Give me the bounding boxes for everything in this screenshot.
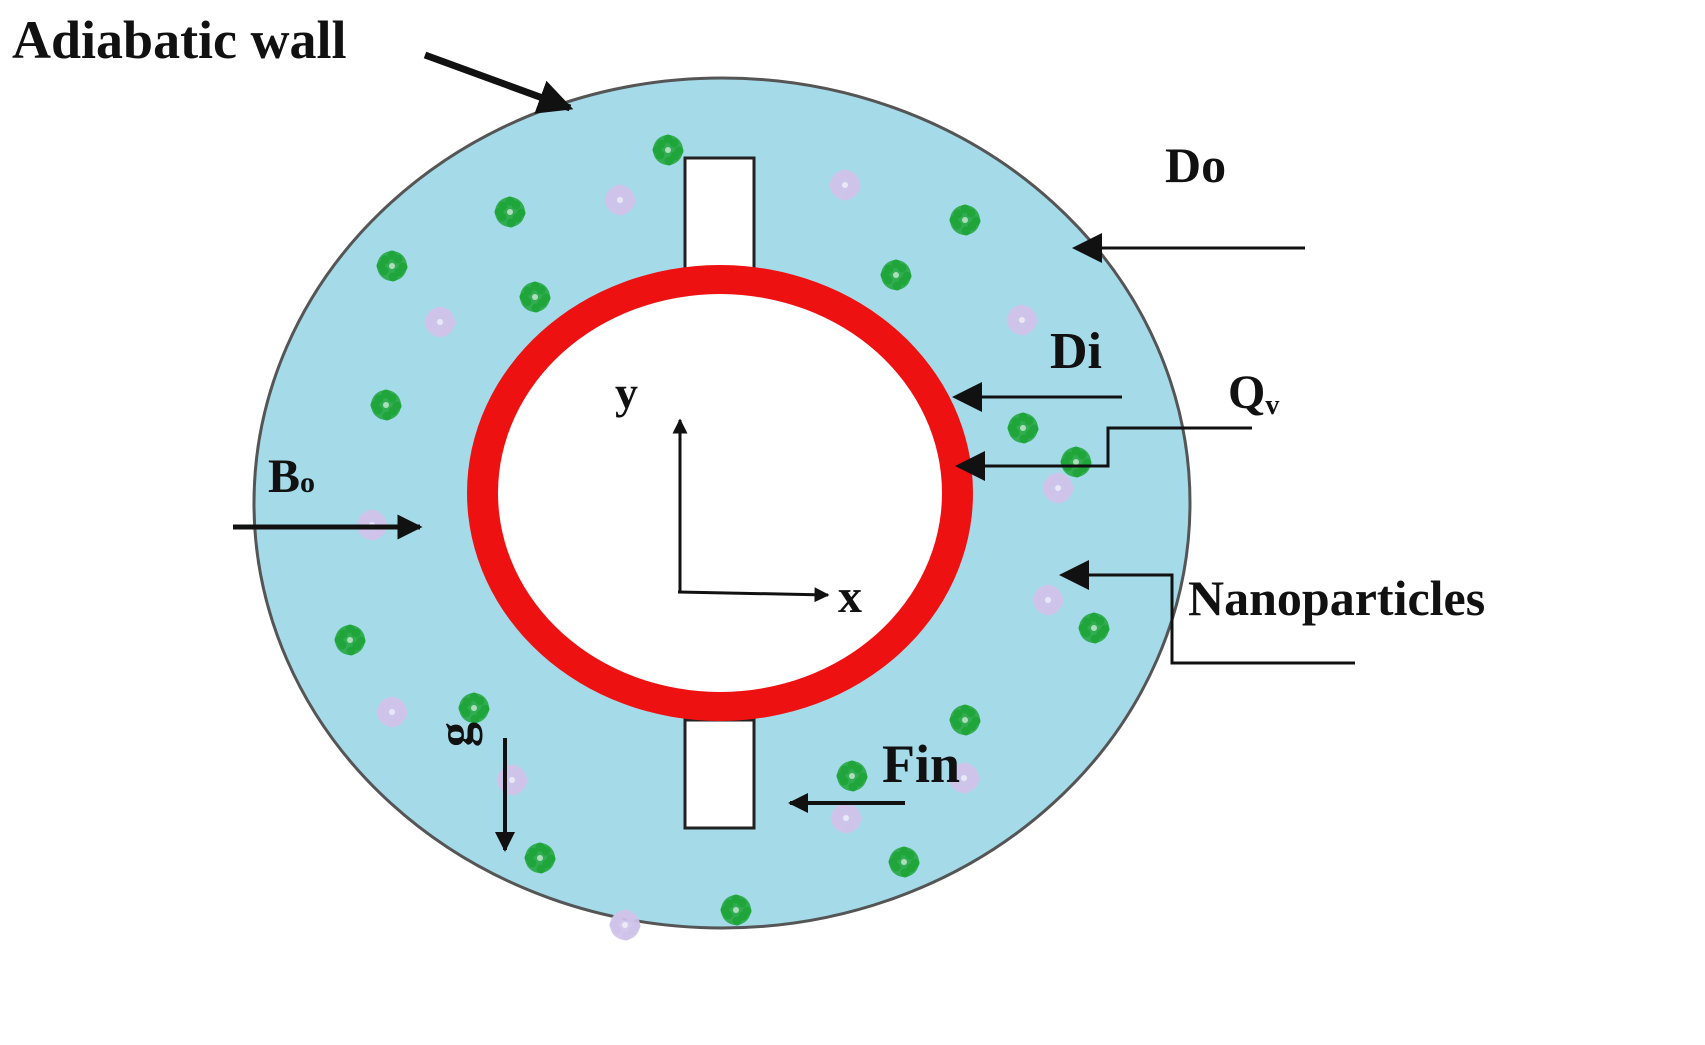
nanoparticle-green — [949, 204, 981, 236]
nanoparticle-green — [334, 624, 366, 656]
axis-x-arrow — [677, 587, 830, 603]
nanoparticle-green — [494, 196, 526, 228]
adiabatic-wall-arrow — [423, 51, 574, 114]
nanoparticle-lavender — [1032, 584, 1064, 616]
nanoparticle-green — [519, 281, 551, 313]
nanoparticle-green — [836, 760, 868, 792]
nanoparticle-green — [376, 250, 408, 282]
fin-top — [683, 156, 756, 272]
nanoparticle-green — [458, 692, 490, 724]
nanoparticle-green — [524, 842, 556, 874]
nanoparticles-group — [334, 134, 1110, 941]
nanoparticle-lavender — [424, 306, 456, 338]
inner-core — [498, 294, 942, 692]
nanoparticle-lavender — [604, 184, 636, 216]
nanoparticle-lavender — [1042, 472, 1074, 504]
magnetic-field-label: Bo — [268, 450, 315, 503]
nanoparticle-lavender — [609, 909, 641, 941]
fin-label: Fin — [882, 734, 960, 794]
nanoparticle-lavender — [376, 696, 408, 728]
nanoparticle-lavender — [829, 169, 861, 201]
nanoparticle-green — [1007, 412, 1039, 444]
nanoparticles-label: Nanoparticles — [1188, 570, 1485, 626]
axis-x-label: x — [838, 570, 862, 623]
nanoparticle-green — [370, 389, 402, 421]
axis-y-label: y — [615, 367, 638, 418]
nanoparticle-green — [888, 846, 920, 878]
fin-bottom — [683, 718, 756, 830]
adiabatic-wall-label: Adiabatic wall — [12, 10, 347, 70]
outer-diameter-label: Do — [1165, 137, 1226, 193]
nanoparticle-green — [949, 704, 981, 736]
heat-source-leader — [955, 426, 1252, 481]
nanoparticle-green — [720, 894, 752, 926]
nanoparticle-green — [880, 259, 912, 291]
gravity-label: g — [427, 722, 483, 747]
nanoparticles-leader — [1059, 560, 1355, 665]
heat-source-label: Qv — [1228, 366, 1279, 421]
inner-diameter-label: Di — [1050, 323, 1102, 380]
nanoparticle-lavender — [948, 762, 980, 794]
nanoparticle-lavender — [830, 802, 862, 834]
nanoparticle-lavender — [1006, 304, 1038, 336]
nanoparticle-green — [1078, 612, 1110, 644]
nanoparticle-green — [652, 134, 684, 166]
